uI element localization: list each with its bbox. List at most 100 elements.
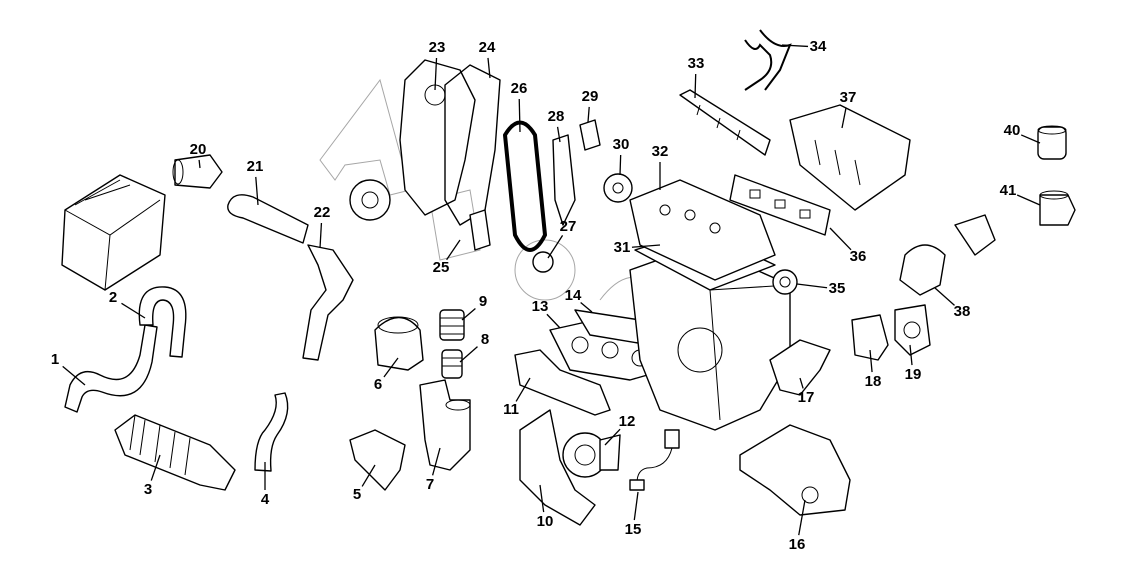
part-38-pipe	[899, 214, 996, 296]
leader-line-13	[546, 313, 561, 329]
part-40-cap	[1037, 125, 1067, 160]
part-11-manifold-shield	[514, 349, 611, 416]
part-label-22: 22	[314, 204, 331, 221]
leader-line-8	[459, 346, 478, 363]
part-16-engine-bracket	[739, 424, 851, 516]
part-label-21: 21	[247, 158, 264, 175]
leader-line-41	[1016, 194, 1041, 206]
leader-line-27	[547, 235, 564, 259]
part-25-tensioner	[349, 179, 491, 251]
part-label-24: 24	[479, 39, 496, 56]
part-2-hose	[138, 286, 187, 358]
part-28-guide	[552, 134, 576, 226]
part-label-17: 17	[798, 389, 815, 406]
part-7-filter-housing	[419, 379, 471, 471]
leader-line-17	[799, 377, 804, 389]
leader-line-37	[841, 107, 847, 129]
leader-line-10	[539, 484, 545, 513]
part-12-turbo	[562, 432, 621, 478]
leader-line-33	[694, 73, 697, 99]
part-label-38: 38	[954, 303, 971, 320]
leader-line-9	[461, 308, 476, 321]
part-label-4: 4	[261, 491, 270, 508]
leader-line-28	[556, 126, 561, 143]
part-33-fuel-rail	[679, 89, 771, 156]
part-1-hose	[64, 324, 158, 413]
part-4-hose	[254, 392, 289, 472]
part-label-13: 13	[532, 298, 549, 315]
part-32-cylinder-head	[629, 179, 776, 281]
leader-line-1	[62, 365, 86, 386]
leader-line-14	[580, 301, 593, 313]
part-label-23: 23	[429, 39, 446, 56]
leader-line-21	[255, 176, 259, 206]
leader-line-26	[518, 98, 521, 133]
air-filter-box	[61, 174, 166, 291]
part-label-20: 20	[190, 141, 207, 158]
part-label-35: 35	[829, 280, 846, 297]
part-10-heat-shield	[519, 409, 596, 526]
leader-line-25	[446, 239, 461, 261]
part-9-filter	[439, 309, 465, 341]
part-label-6: 6	[374, 376, 382, 393]
leader-line-2	[121, 302, 146, 319]
part-29-tensioner-plunger	[579, 119, 601, 151]
part-label-28: 28	[548, 108, 565, 125]
part-label-16: 16	[789, 536, 806, 553]
part-41-sleeve	[1039, 190, 1076, 226]
part-label-27: 27	[560, 218, 577, 235]
part-34-injector-pipes	[744, 29, 792, 91]
leader-line-22	[319, 222, 323, 249]
leader-line-20	[198, 159, 201, 169]
part-label-36: 36	[850, 248, 867, 265]
part-label-12: 12	[619, 413, 636, 430]
leader-line-40	[1020, 134, 1041, 144]
part-37-intake-manifold	[789, 104, 911, 211]
leader-line-18	[869, 349, 873, 373]
part-label-25: 25	[433, 259, 450, 276]
part-label-19: 19	[905, 366, 922, 383]
leader-line-5	[361, 464, 376, 487]
part-label-32: 32	[652, 143, 669, 160]
part-label-14: 14	[565, 287, 582, 304]
part-label-26: 26	[511, 80, 528, 97]
part-label-40: 40	[1004, 122, 1021, 139]
part-23-timing-cover	[399, 59, 476, 216]
leader-line-36	[829, 227, 852, 251]
part-3-intercooler	[114, 414, 236, 491]
part-label-9: 9	[479, 293, 487, 310]
part-15-sensor	[629, 429, 680, 491]
part-label-15: 15	[625, 521, 642, 538]
part-26-timing-chain	[503, 120, 547, 252]
part-18-thermostat	[851, 314, 889, 361]
part-label-11: 11	[503, 401, 519, 418]
part-label-2: 2	[109, 289, 117, 306]
part-label-33: 33	[688, 55, 705, 72]
leader-line-3	[150, 454, 161, 481]
part-label-10: 10	[537, 513, 554, 530]
leader-line-29	[587, 106, 590, 123]
part-label-18: 18	[865, 373, 882, 390]
part-label-29: 29	[582, 88, 599, 105]
part-36-manifold-gasket	[729, 174, 831, 236]
part-24-gasket	[444, 64, 501, 226]
leader-line-12	[604, 428, 621, 446]
part-label-41: 41	[1000, 182, 1017, 199]
part-label-34: 34	[810, 38, 827, 55]
part-30-cam-sprocket	[603, 173, 633, 203]
part-17-water-pipe	[769, 339, 831, 396]
leader-line-23	[434, 57, 438, 91]
leader-line-7	[431, 447, 441, 476]
leader-line-15	[633, 491, 639, 521]
part-label-31: 31	[614, 239, 631, 256]
leader-line-11	[515, 377, 531, 402]
part-8-filter	[441, 349, 463, 379]
part-label-30: 30	[613, 136, 630, 153]
leader-line-30	[619, 154, 622, 176]
part-label-5: 5	[353, 486, 361, 503]
part-label-8: 8	[481, 331, 489, 348]
leader-line-34	[781, 44, 809, 48]
part-label-1: 1	[51, 351, 59, 368]
